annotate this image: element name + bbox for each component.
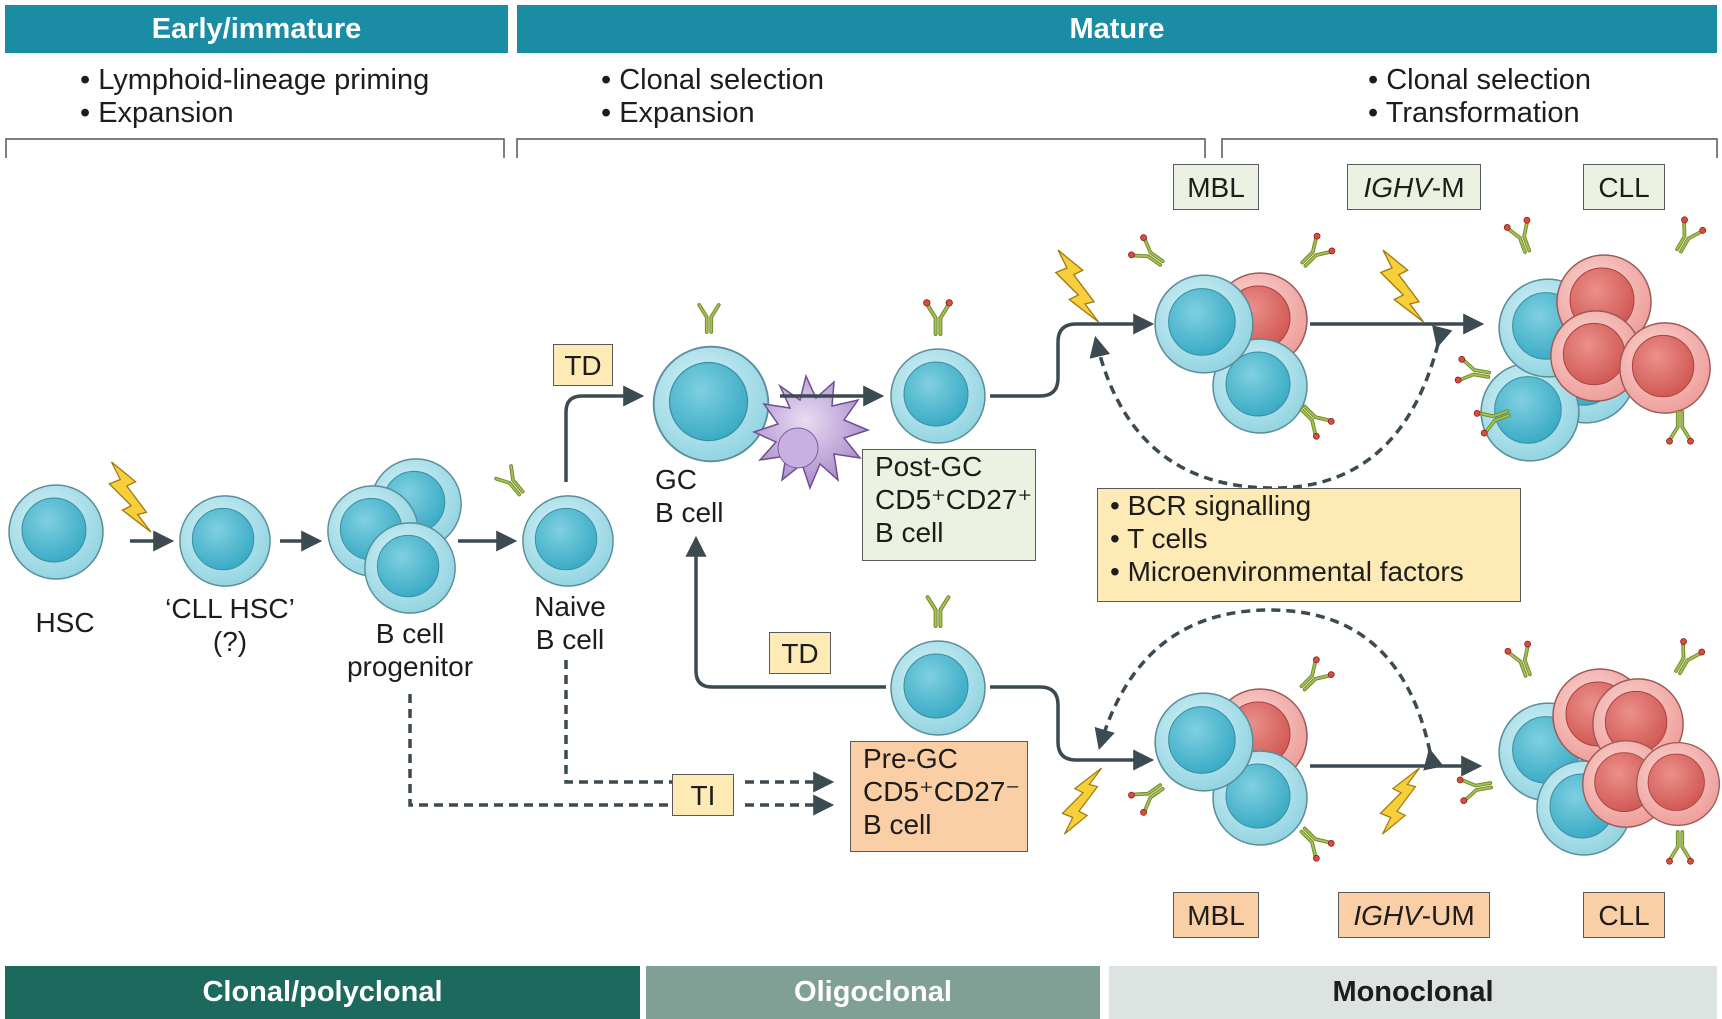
cll-bottom-cluster [1454, 635, 1721, 867]
ighv-um-gene: IGHV [1353, 899, 1422, 931]
bullet-item: Lymphoid-lineage priming [80, 64, 429, 97]
mature-header: Mature [517, 5, 1717, 53]
td-box-top: TD [553, 344, 613, 386]
ighv-um-suffix: -UM [1421, 899, 1475, 931]
gc-label-line2: B cell [655, 497, 724, 528]
monoclonal-footer: Monoclonal [1109, 966, 1717, 1019]
factor-item: • BCR signalling [1110, 490, 1312, 521]
hsc-label: HSC [35, 607, 95, 638]
bolt-icon [1379, 767, 1421, 835]
cll-box-top: CLL [1583, 164, 1665, 210]
ighv-m-box: IGHV-M [1347, 164, 1481, 210]
cll-hsc-label-line2: (?) [212, 626, 248, 657]
early-immature-header: Early/immature [5, 5, 508, 53]
bolt-icon [1054, 249, 1100, 323]
gc-b-cell [652, 303, 770, 463]
late-phase-bullets: Clonal selection Transformation [1368, 64, 1591, 130]
cll-box-bottom: CLL [1583, 892, 1665, 938]
cll-hsc-label: ‘CLL HSC’ (?) [150, 592, 310, 658]
cll-hsc-cell [179, 495, 271, 587]
pre-gc-line: CD5⁺CD27⁻ [863, 776, 1021, 807]
naive-b-cell [494, 464, 614, 587]
post-gc-line: Post-GC [875, 451, 983, 482]
bolt-icon [1061, 767, 1103, 835]
bolt-icon [108, 461, 152, 533]
factor-item: • Microenvironmental factors [1110, 556, 1464, 587]
ighv-um-box: IGHV-UM [1338, 892, 1490, 938]
mbl-top-cluster [1125, 229, 1339, 443]
progenitor-label-line2: progenitor [346, 651, 474, 682]
mbl-bottom-cluster [1125, 653, 1338, 865]
early-phase-bullets: Lymphoid-lineage priming Expansion [80, 64, 429, 130]
ighv-m-gene: IGHV [1363, 171, 1432, 203]
bullet-item: Expansion [80, 97, 429, 130]
dendritic-cell-icon [751, 373, 871, 491]
gc-label-line1: GC [655, 464, 697, 495]
gc-b-cell-label: GC B cell [655, 463, 735, 529]
post-gc-line: CD5⁺CD27⁺ [875, 484, 1033, 515]
hsc-cell [8, 484, 104, 580]
progenitor-label: B cell progenitor [320, 617, 500, 683]
ti-box: TI [672, 774, 734, 816]
oligoclonal-footer: Oligoclonal [646, 966, 1100, 1019]
factors-box: • BCR signalling • T cells • Microenviro… [1097, 488, 1521, 602]
post-gc-cell [890, 297, 986, 444]
post-gc-line: B cell [875, 517, 944, 548]
mbl-box-bottom: MBL [1173, 892, 1259, 938]
naive-label-line2: B cell [535, 624, 605, 655]
mbl-box-top: MBL [1173, 164, 1259, 210]
phase-brackets [5, 138, 1718, 158]
pre-gc-cell [890, 595, 986, 736]
post-gc-box: Post-GC CD5⁺CD27⁺ B cell [862, 449, 1036, 561]
pre-gc-line: B cell [863, 809, 932, 840]
bullet-item: Clonal selection [1368, 64, 1591, 97]
cll-hsc-label-line1: ‘CLL HSC’ [165, 593, 295, 624]
cll-top-cluster [1452, 213, 1711, 462]
td-box-bottom: TD [769, 632, 831, 674]
naive-b-cell-label: Naive B cell [510, 590, 630, 656]
ighv-m-suffix: -M [1431, 171, 1465, 203]
bullet-item: Expansion [601, 97, 824, 130]
bolt-icon [1379, 249, 1425, 323]
clonal-footer: Clonal/polyclonal [5, 966, 640, 1019]
progenitor-label-line1: B cell [375, 618, 445, 649]
factor-item: • T cells [1110, 523, 1208, 554]
bullet-item: Clonal selection [601, 64, 824, 97]
pre-gc-box: Pre-GC CD5⁺CD27⁻ B cell [850, 741, 1028, 852]
bullet-item: Transformation [1368, 97, 1591, 130]
progenitor-cells [327, 458, 462, 614]
mid-phase-bullets: Clonal selection Expansion [601, 64, 824, 130]
pre-gc-line: Pre-GC [863, 743, 958, 774]
naive-label-line1: Naive [534, 591, 606, 622]
